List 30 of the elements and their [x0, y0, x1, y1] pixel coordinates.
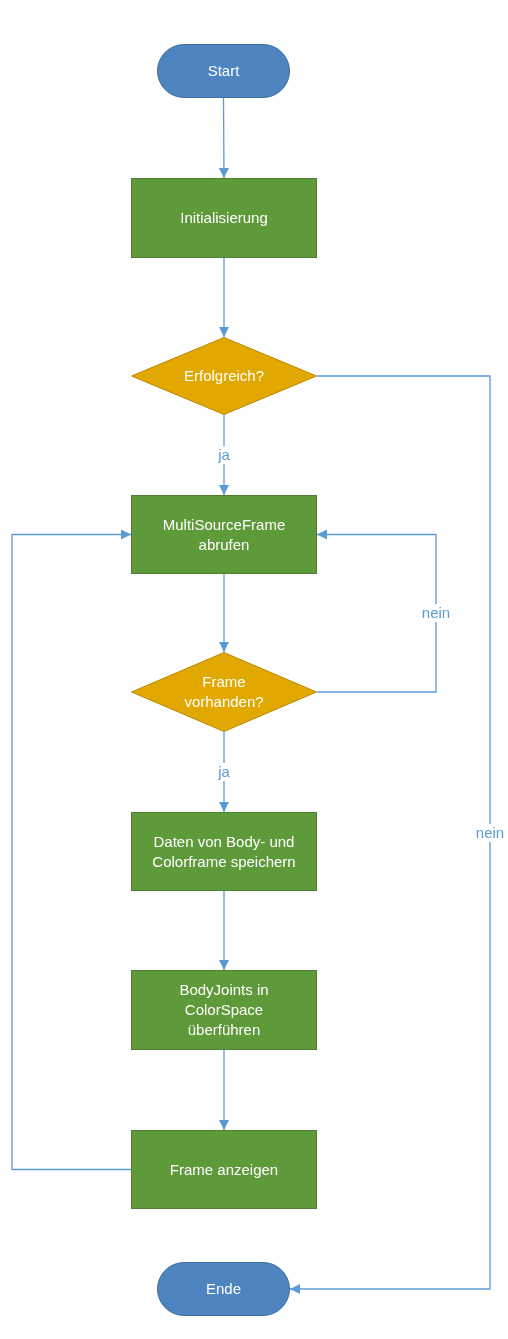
process-box [131, 970, 317, 1050]
edge-label: nein [473, 823, 507, 842]
edge-label: ja [216, 763, 232, 781]
node-label: Daten von Body- und Colorframe speichern [151, 831, 297, 872]
node-label: Ende [205, 1279, 241, 1299]
arrow [219, 257, 229, 338]
process-box [131, 178, 317, 258]
process-box [131, 1130, 317, 1209]
decision-diamond [131, 337, 317, 415]
arrow [218, 97, 229, 179]
arrow [289, 375, 491, 1294]
node-label: Initialisierung [180, 208, 268, 228]
node-label: Frame vorhanden? [183, 672, 265, 712]
arrow [316, 529, 437, 693]
arrow [219, 573, 229, 653]
terminal-shape [157, 1262, 290, 1316]
decision-diamond [131, 652, 317, 732]
node-label: Frame anzeigen [169, 1159, 279, 1180]
arrow [11, 529, 132, 1171]
edge-label: ja [216, 446, 232, 464]
terminal-shape [157, 44, 290, 98]
arrow [219, 1049, 229, 1131]
node-label: Start [207, 61, 240, 81]
process-box [131, 495, 317, 574]
node-label: Erfolgreich? [183, 366, 264, 386]
edge-label: nein [419, 604, 453, 623]
node-label: BodyJoints in ColorSpace überführen [178, 980, 270, 1040]
node-label: MultiSourceFrame abrufen [161, 514, 287, 555]
arrow [219, 890, 229, 971]
process-box [131, 812, 317, 891]
